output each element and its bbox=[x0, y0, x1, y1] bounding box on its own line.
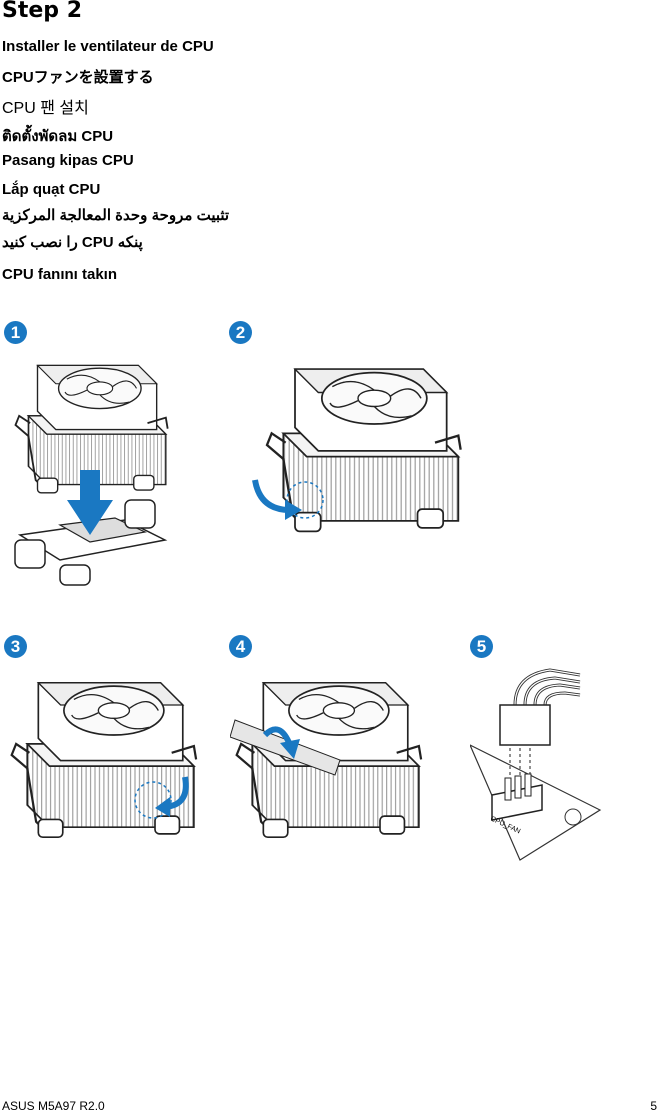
connector-label: CPU_FAN bbox=[489, 815, 521, 835]
step-marker-3: 3 bbox=[4, 635, 27, 658]
instruction-arabic: تثبيت مروحة وحدة المعالجة المركزية bbox=[2, 207, 230, 224]
step-marker-4: 4 bbox=[229, 635, 252, 658]
step-marker-5: 5 bbox=[470, 635, 493, 658]
down-arrow-icon bbox=[67, 470, 113, 535]
instruction-japanese: CPUファンを設置する bbox=[2, 69, 154, 86]
instruction-persian: پنکه CPU را نصب کنید bbox=[2, 234, 143, 251]
rotate-arrow-icon bbox=[262, 726, 293, 747]
figure-step-3 bbox=[10, 681, 198, 839]
step-marker-1: 1 bbox=[4, 321, 27, 344]
instruction-turkish: CPU fanını takın bbox=[2, 266, 118, 283]
instruction-indonesian: Pasang kipas CPU bbox=[2, 152, 134, 169]
page-number: 5 bbox=[650, 1099, 657, 1113]
figure-step-5: CPU_FAN bbox=[470, 668, 602, 861]
instruction-thai: ติดตั้งพัดลม CPU bbox=[2, 128, 114, 145]
figure-step-1 bbox=[14, 364, 169, 586]
figure-step-2 bbox=[252, 367, 462, 533]
figure-step-4 bbox=[230, 681, 423, 839]
instruction-korean: CPU 팬 설치 bbox=[2, 100, 89, 117]
instruction-french: Installer le ventilateur de CPU bbox=[2, 38, 214, 55]
step-title: Step 2 bbox=[2, 0, 82, 23]
instruction-vietnamese: Lắp quạt CPU bbox=[2, 181, 101, 198]
step-marker-2: 2 bbox=[229, 321, 252, 344]
footer-model: ASUS M5A97 R2.0 bbox=[2, 1099, 105, 1113]
